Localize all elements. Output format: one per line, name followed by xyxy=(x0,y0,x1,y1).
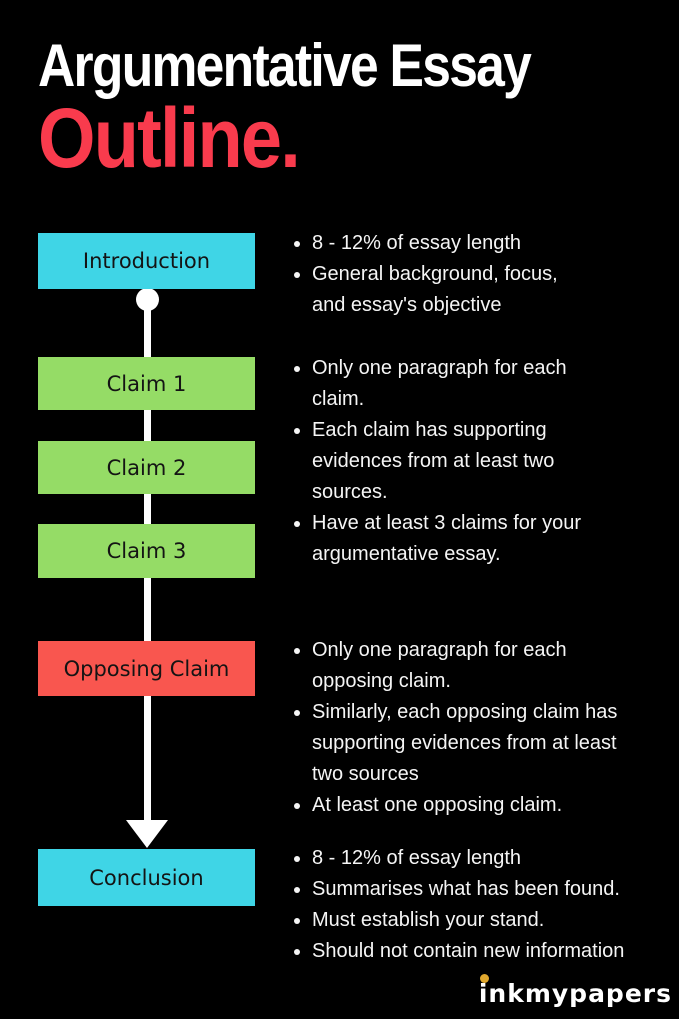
page-title-line1: Argumentative Essay xyxy=(38,32,532,99)
notes-claims: Only one paragraph for each claim.Each c… xyxy=(286,353,664,570)
bullet-item: At least one opposing claim. xyxy=(312,790,664,821)
logo-text: inkmypapers xyxy=(478,979,672,1008)
bullet-item: 8 - 12% of essay length xyxy=(312,843,664,874)
bullet-item: Should not contain new information xyxy=(312,936,664,967)
bullet-item: Similarly, each opposing claim has suppo… xyxy=(312,697,664,790)
bullet-item: Only one paragraph for each opposing cla… xyxy=(312,635,664,697)
bullet-item: Must establish your stand. xyxy=(312,905,664,936)
flow-start-dot-icon xyxy=(136,288,159,311)
bullet-item: 8 - 12% of essay length xyxy=(312,228,664,259)
node-conclusion: Conclusion xyxy=(38,849,255,906)
node-opposing-claim: Opposing Claim xyxy=(38,641,255,696)
flow-arrowhead-icon xyxy=(126,820,168,848)
node-introduction: Introduction xyxy=(38,233,255,289)
bullet-item: Have at least 3 claims for your argument… xyxy=(312,508,664,570)
logo-gold-dot-icon xyxy=(479,974,489,983)
notes-opposing-claim: Only one paragraph for each opposing cla… xyxy=(286,635,664,821)
page-title-line2: Outline. xyxy=(38,91,301,185)
node-claim-1: Claim 1 xyxy=(38,357,255,410)
bullet-item: General background, focus, and essay's o… xyxy=(312,259,664,321)
node-claim-2: Claim 2 xyxy=(38,441,255,494)
notes-introduction: 8 - 12% of essay lengthGeneral backgroun… xyxy=(286,228,664,321)
bullet-item: Summarises what has been found. xyxy=(312,874,664,905)
notes-conclusion: 8 - 12% of essay lengthSummarises what h… xyxy=(286,843,664,967)
bullet-item: Only one paragraph for each claim. xyxy=(312,353,664,415)
bullet-item: Each claim has supporting evidences from… xyxy=(312,415,664,508)
node-claim-3: Claim 3 xyxy=(38,524,255,578)
brand-logo: inkmypapers xyxy=(478,974,672,1013)
